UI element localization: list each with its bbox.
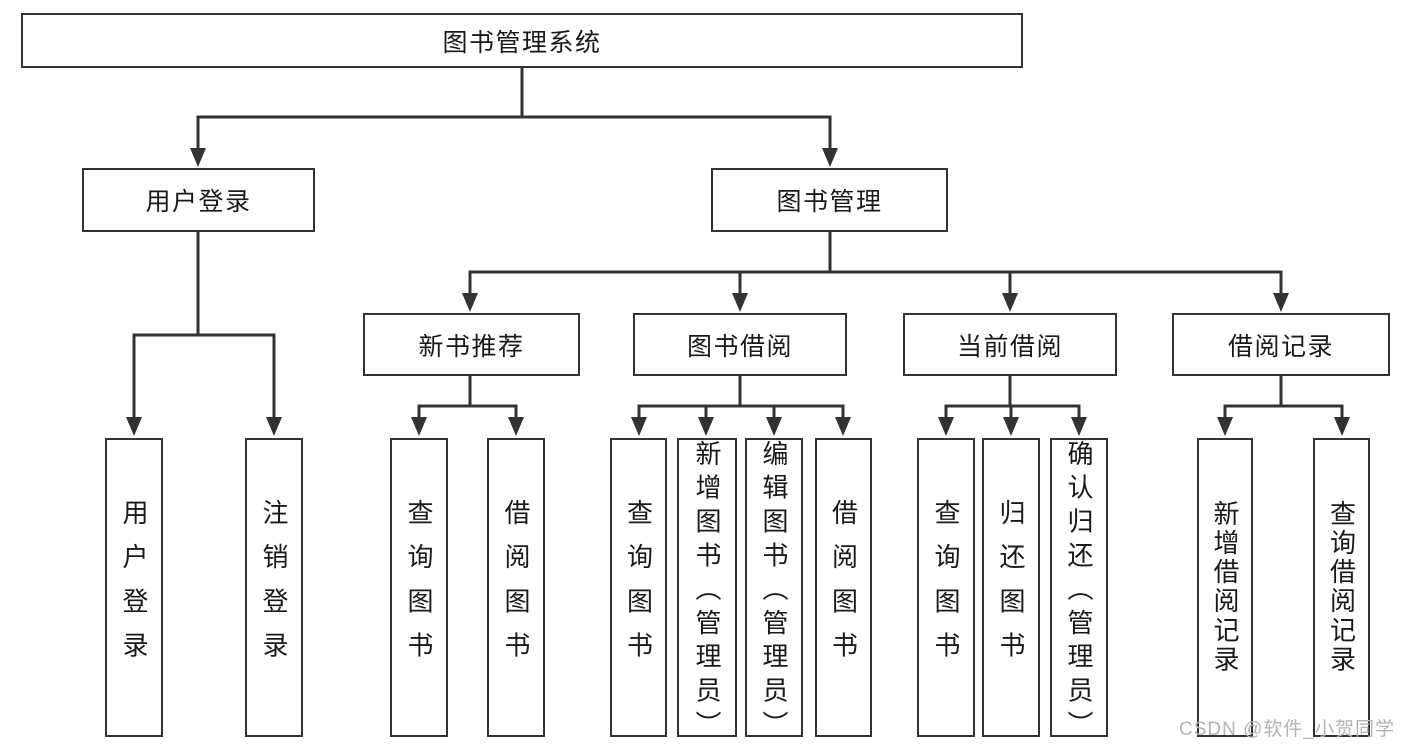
leaf-borrow-books-recommend: 借阅图书 [487, 438, 545, 737]
leaf-borrow-books-recommend-label: 借阅图书 [501, 499, 531, 676]
node-root: 图书管理系统 [21, 13, 1023, 68]
leaf-edit-books-admin: 编辑图书（管理员） [745, 438, 803, 745]
node-user-login-label: 用户登录 [145, 188, 252, 216]
leaf-borrow-books: 借阅图书 [815, 438, 872, 737]
leaf-query-books-borrow-label: 查询图书 [623, 499, 654, 676]
leaf-query-books-recommend: 查询图书 [390, 438, 448, 737]
tree-edges [132, 66, 1344, 421]
leaf-query-books-current-label: 查询图书 [931, 499, 961, 676]
node-current-borrowing-label: 当前借阅 [956, 332, 1063, 361]
watermark: CSDN @软件_小贺同学 [1179, 719, 1395, 740]
leaf-user-login-label: 用户登录 [119, 499, 149, 676]
leaf-confirm-return-admin: 确认归还（管理员） [1050, 438, 1108, 745]
leaf-logout-label: 注销登录 [259, 499, 289, 676]
leaf-logout: 注销登录 [245, 438, 303, 737]
node-current-borrowing: 当前借阅 [903, 313, 1117, 376]
node-book-borrowing-label: 图书借阅 [686, 332, 793, 361]
leaf-add-books-admin: 新增图书（管理员） [677, 438, 737, 745]
node-borrowing-records: 借阅记录 [1172, 313, 1390, 376]
leaf-return-books-label: 归还图书 [996, 499, 1026, 676]
leaf-query-borrow-record-label: 查询借阅记录 [1326, 500, 1357, 675]
leaf-query-borrow-record: 查询借阅记录 [1313, 438, 1370, 737]
node-book-borrowing: 图书借阅 [633, 313, 847, 376]
leaf-return-books: 归还图书 [982, 438, 1040, 737]
arrowhead-icons [126, 148, 1350, 436]
leaf-add-borrow-record-label: 新增借阅记录 [1210, 500, 1240, 675]
leaf-edit-books-admin-label: 编辑图书（管理员） [759, 440, 789, 745]
leaf-query-books-recommend-label: 查询图书 [404, 499, 434, 676]
leaf-confirm-return-admin-label: 确认归还（管理员） [1064, 440, 1094, 745]
leaf-query-books-current: 查询图书 [917, 438, 975, 737]
leaf-query-books-borrow: 查询图书 [610, 438, 667, 737]
leaf-borrow-books-label: 借阅图书 [828, 499, 859, 676]
node-book-management: 图书管理 [711, 168, 948, 232]
node-root-label: 图书管理系统 [442, 28, 602, 57]
leaf-add-borrow-record: 新增借阅记录 [1197, 438, 1253, 737]
node-new-book-recommendation: 新书推荐 [363, 313, 580, 376]
leaf-add-books-admin-label: 新增图书（管理员） [692, 440, 722, 745]
node-new-book-recommendation-label: 新书推荐 [418, 332, 525, 361]
node-borrowing-records-label: 借阅记录 [1227, 332, 1334, 361]
node-book-management-label: 图书管理 [776, 188, 883, 216]
node-user-login: 用户登录 [82, 168, 315, 232]
leaf-user-login: 用户登录 [105, 438, 163, 737]
